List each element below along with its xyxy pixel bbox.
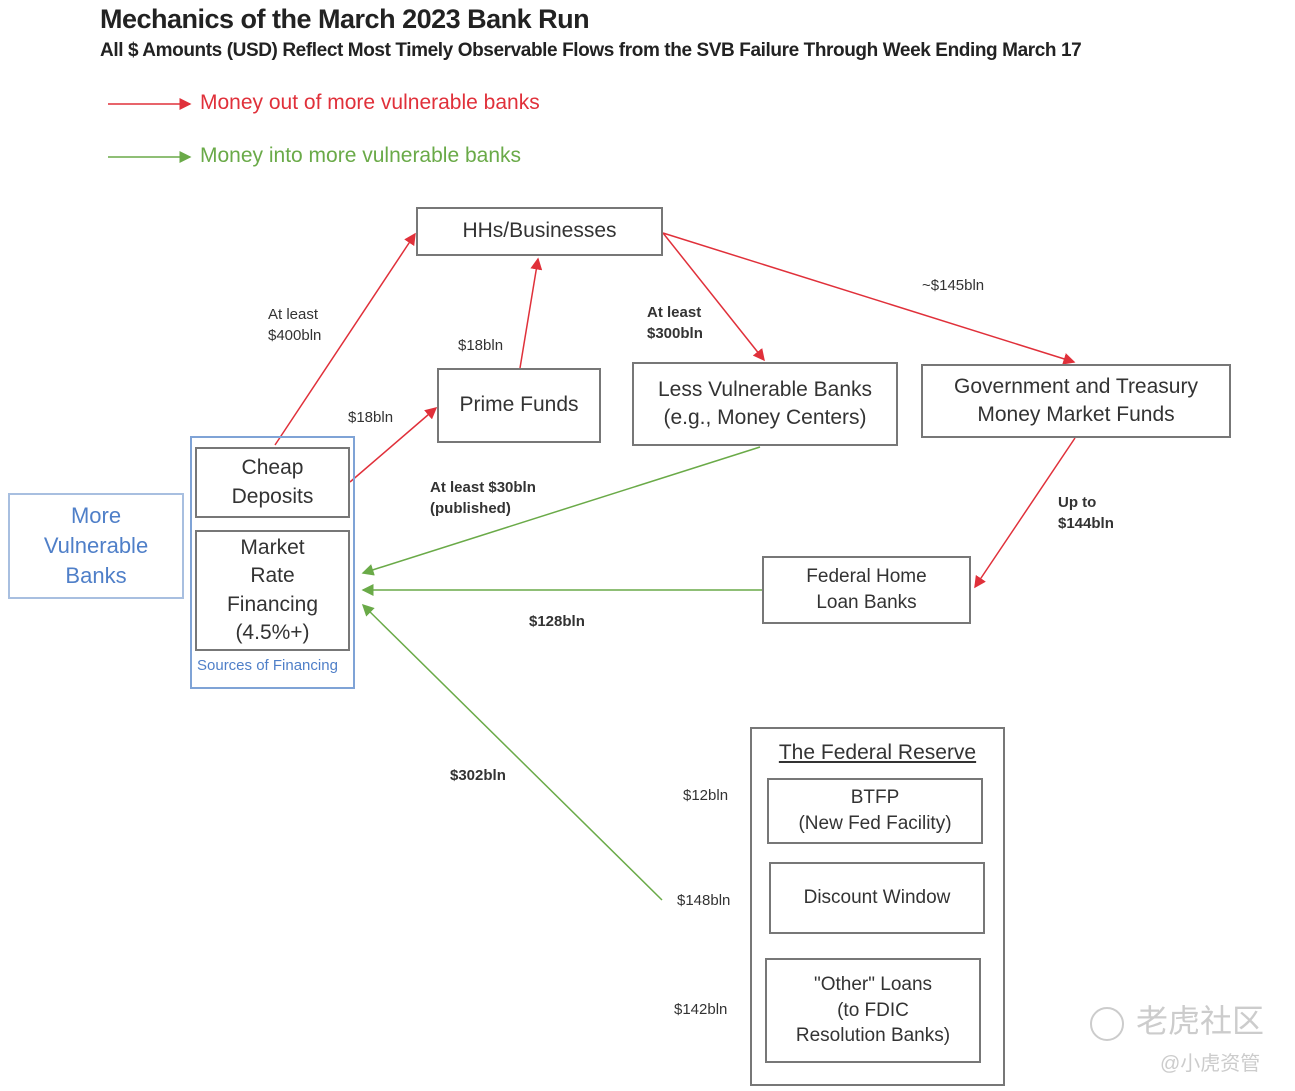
node-less-vulnerable-banks: Less Vulnerable Banks (e.g., Money Center… xyxy=(632,362,898,446)
flow-label-line: $400bln xyxy=(268,327,322,344)
node-label: BTFP xyxy=(850,787,900,809)
node-label: Banks xyxy=(65,562,127,588)
node-discount-window: Discount Window xyxy=(769,862,985,934)
node-label: Deposits xyxy=(231,484,314,508)
arrow-deposits-to-prime xyxy=(349,407,438,483)
arrow-deposits-to-hhs xyxy=(274,232,416,446)
node-label: More xyxy=(70,503,122,529)
node-label: Loan Banks xyxy=(816,592,917,613)
node-prime-funds: Prime Funds xyxy=(437,368,601,443)
node-label: (4.5%+) xyxy=(235,620,310,644)
flow-label-line: At least xyxy=(268,306,319,323)
chart-subtitle: All $ Amounts (USD) Reflect Most Timely … xyxy=(100,40,1082,61)
arrow-hhs-to-less-vulnerable xyxy=(662,232,765,362)
node-label: Money Market Funds xyxy=(977,403,1175,426)
legend-in: Money into more vulnerable banks xyxy=(200,144,522,167)
legend-out: Money out of more vulnerable banks xyxy=(200,91,540,114)
node-label: (e.g., Money Centers) xyxy=(663,406,867,429)
node-btfp: BTFP (New Fed Facility) xyxy=(767,778,983,844)
tiger-logo-icon xyxy=(1090,1006,1124,1041)
arrow-less-vulnerable-to-mrf xyxy=(361,446,761,576)
flow-label-12bln: $12bln xyxy=(683,787,729,804)
node-label: Less Vulnerable Banks xyxy=(657,377,873,401)
arrow-gov-mmf-to-fhlb xyxy=(974,437,1076,589)
node-label: Government and Treasury xyxy=(954,374,1198,398)
flow-label-18bln-deposits: $18bln xyxy=(348,409,394,426)
node-label: Cheap xyxy=(241,456,304,480)
flow-label-400bln: At least $400bln xyxy=(268,304,321,346)
node-label: Discount Window xyxy=(803,887,951,909)
flow-label-line: $144bln xyxy=(1058,515,1114,532)
flow-label-line: $300bln xyxy=(647,325,703,342)
flow-label-144bln: Up to $144bln xyxy=(1058,492,1114,534)
node-label: Resolution Banks) xyxy=(795,1025,951,1047)
node-label: (New Fed Facility) xyxy=(798,813,952,834)
flow-label-line: Up to xyxy=(1058,494,1097,511)
arrow-prime-to-hhs xyxy=(519,257,543,369)
flow-label-line: (published) xyxy=(430,500,511,517)
node-federal-reserve xyxy=(750,727,1005,1086)
flow-label-line: At least $30bln xyxy=(430,479,536,496)
flow-label-line: At least xyxy=(647,304,702,321)
arrow-fed-to-mrf xyxy=(361,603,663,901)
flow-label-148bln: $148bln xyxy=(677,892,731,909)
flow-label-142bln: $142bln xyxy=(674,1001,728,1018)
watermark-logo: 老虎社区 xyxy=(1090,996,1264,1042)
node-other-loans: "Other" Loans (to FDIC Resolution Banks) xyxy=(765,958,981,1063)
node-label: Financing xyxy=(226,592,319,616)
flow-label-145bln: ~$145bln xyxy=(922,277,985,294)
node-label: (to FDIC xyxy=(837,999,909,1021)
node-label: Vulnerable xyxy=(43,533,149,559)
flow-label-302bln: $302bln xyxy=(450,767,506,784)
node-label: Market xyxy=(240,535,305,559)
sources-of-financing-group xyxy=(190,436,355,689)
flow-label-18bln-prime: $18bln xyxy=(458,337,504,354)
flow-label-128bln: $128bln xyxy=(529,613,585,630)
node-label: HHs/Businesses xyxy=(462,219,617,243)
chart-title: Mechanics of the March 2023 Bank Run xyxy=(100,4,590,34)
node-label: Federal Home xyxy=(806,566,927,588)
federal-reserve-title: The Federal Reserve xyxy=(778,741,977,764)
watermark-user: @小虎资管 xyxy=(1160,1053,1261,1075)
watermark-brand: 老虎社区 xyxy=(1136,1003,1265,1039)
node-label: "Other" Loans xyxy=(813,974,933,996)
sources-of-financing-label: Sources of Financing xyxy=(197,657,338,674)
flow-label-300bln: At least $300bln xyxy=(647,302,703,344)
node-label: Prime Funds xyxy=(459,393,579,417)
arrow-hhs-to-gov-mmf xyxy=(662,232,1076,365)
node-label: Rate xyxy=(250,564,295,588)
node-hhs-businesses: HHs/Businesses xyxy=(416,207,663,256)
flow-label-30bln: At least $30bln (published) xyxy=(430,477,536,519)
